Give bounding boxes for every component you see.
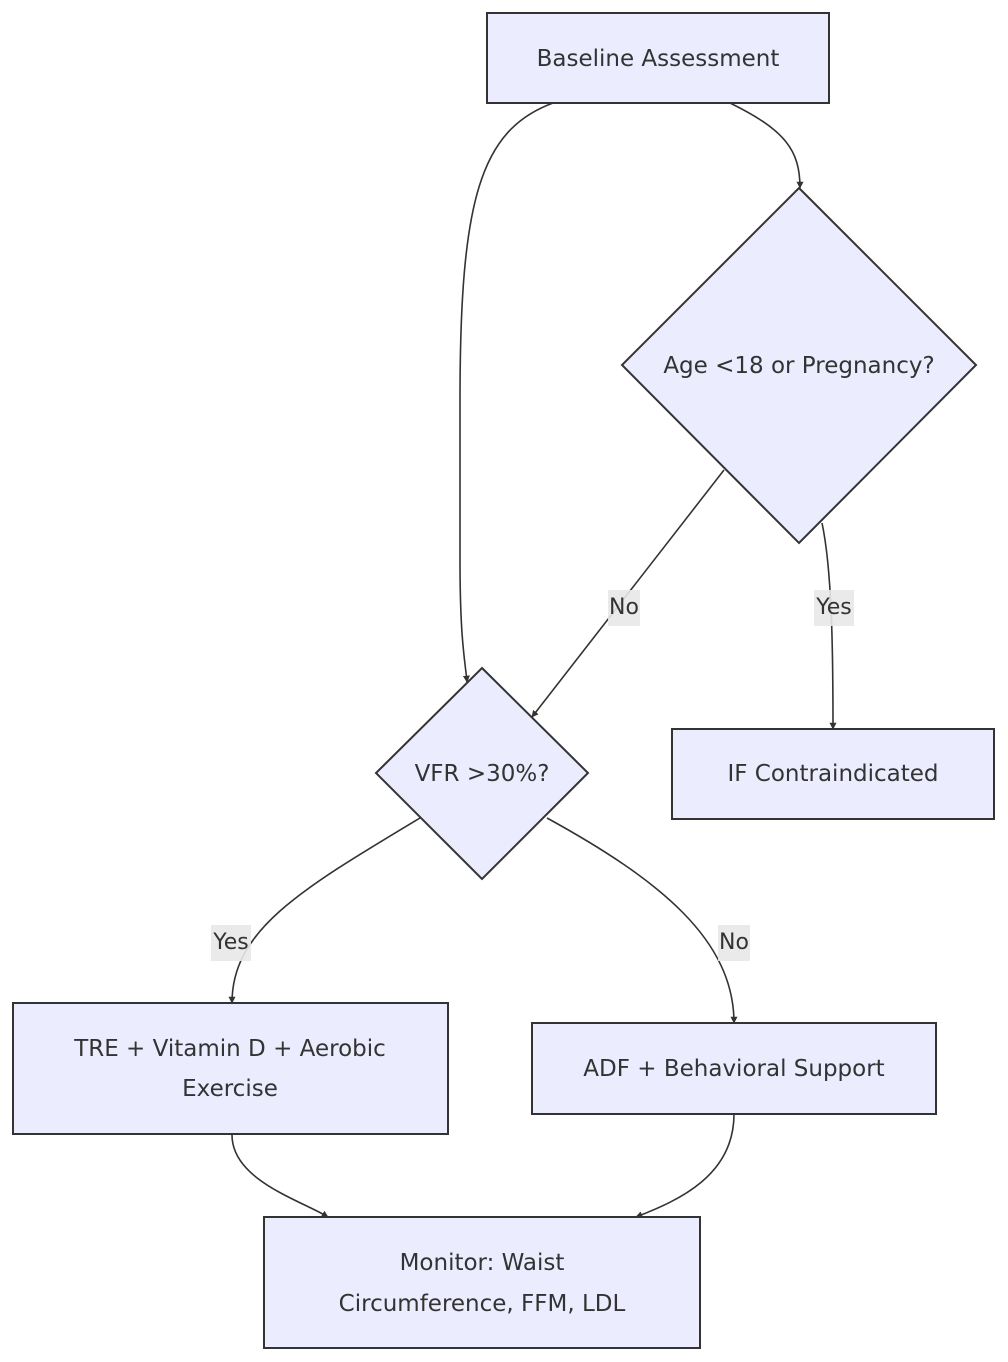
edge-baseline-to-vfr-check (459, 102, 554, 683)
edge-tre-to-monitor (231, 1134, 329, 1218)
node-baseline-assessment: Baseline Assessment (486, 12, 830, 104)
node-monitor-label-line1: Monitor: Waist (400, 1250, 565, 1276)
edge-label-age-no: No (608, 590, 640, 626)
edge-label-age-no-text: No (609, 595, 639, 620)
edge-label-vfr-yes-text: Yes (212, 930, 249, 955)
node-vfr-check-label: VFR >30%? (415, 761, 550, 787)
node-if-contraindicated: IF Contraindicated (671, 728, 995, 820)
node-adf-label: ADF + Behavioral Support (583, 1056, 884, 1082)
node-if-contraindicated-label: IF Contraindicated (727, 761, 938, 787)
edge-label-vfr-yes: Yes (211, 925, 251, 961)
edge-baseline-to-age-check (729, 102, 804, 189)
node-age-check-decision: Age <18 or Pregnancy? (620, 186, 978, 545)
node-tre-vitamin-d-aerobic: TRE + Vitamin D + Aerobic Exercise (12, 1002, 449, 1135)
node-tre-label-line1: TRE + Vitamin D + Aerobic (73, 1036, 386, 1062)
edge-label-age-yes-text: Yes (815, 595, 852, 620)
node-age-check-label: Age <18 or Pregnancy? (663, 353, 934, 379)
node-adf-behavioral-support: ADF + Behavioral Support (531, 1022, 937, 1115)
edge-adf-to-monitor (635, 1113, 735, 1218)
edge-vfr-no-to-adf (546, 817, 738, 1024)
edge-label-vfr-no-text: No (719, 930, 749, 955)
node-monitor-label-line2: Circumference, FFM, LDL (339, 1291, 626, 1317)
edge-label-age-yes: Yes (814, 590, 854, 626)
edge-label-vfr-no: No (718, 925, 750, 961)
node-tre-label-line2: Exercise (182, 1076, 278, 1102)
node-vfr-check-decision: VFR >30%? (374, 666, 590, 881)
node-baseline-assessment-label: Baseline Assessment (537, 46, 780, 72)
edge-vfr-yes-to-tre (228, 817, 421, 1004)
node-monitor: Monitor: Waist Circumference, FFM, LDL (263, 1216, 701, 1349)
